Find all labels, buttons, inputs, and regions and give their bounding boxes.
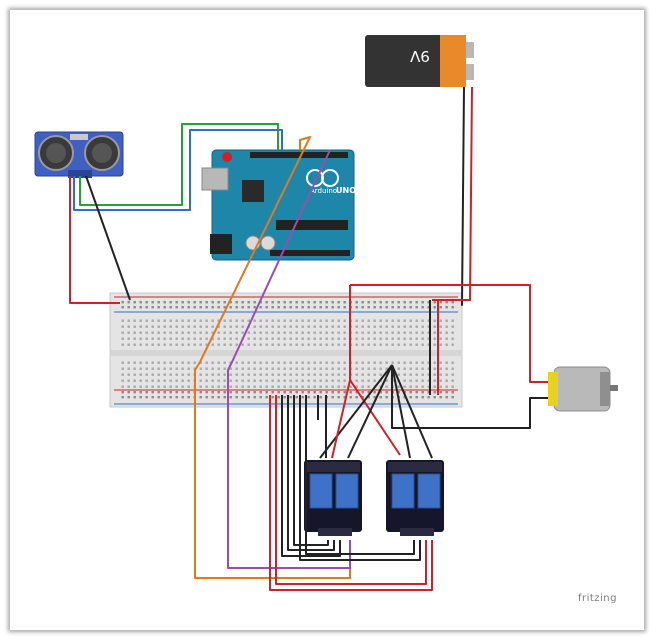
wire-black-battery bbox=[461, 86, 465, 306]
motor-icon bbox=[548, 366, 618, 412]
wire-red-motor bbox=[350, 284, 548, 383]
wires bbox=[69, 86, 548, 591]
breadboard bbox=[109, 292, 463, 408]
arduino-uno-icon: Arduino UNO bbox=[201, 149, 356, 261]
battery-icon: 9V bbox=[365, 35, 474, 87]
wire-green bbox=[79, 123, 279, 206]
relay-module-right bbox=[386, 460, 444, 536]
battery-label: 9V bbox=[409, 47, 430, 65]
arduino-brand-label: Arduino bbox=[310, 187, 337, 195]
wire-purple bbox=[227, 149, 351, 569]
wire-red-sensor bbox=[69, 176, 120, 304]
wire-orange bbox=[194, 136, 351, 579]
wire-blue bbox=[73, 129, 283, 211]
wire-black-motor bbox=[391, 365, 548, 429]
wire-red-battery bbox=[432, 86, 473, 301]
wire-black-sensor bbox=[85, 175, 131, 301]
relay-module-left bbox=[304, 460, 362, 536]
arduino-model-label: UNO bbox=[336, 186, 356, 195]
ultrasonic-sensor-icon bbox=[34, 131, 124, 178]
watermark-label: fritzing bbox=[577, 593, 617, 604]
